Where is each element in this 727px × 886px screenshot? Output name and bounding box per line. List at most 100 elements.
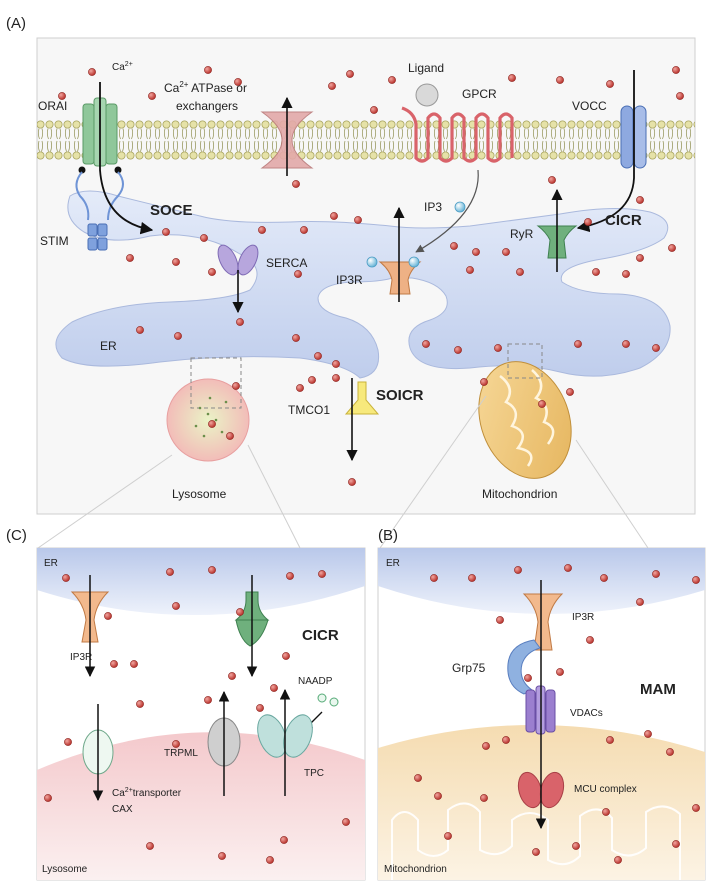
panel-b-ip3r[interactable] xyxy=(522,593,564,651)
ca-ion xyxy=(672,840,680,848)
ca-ion xyxy=(494,344,502,352)
ca-ion xyxy=(422,340,430,348)
gpcr-receptor[interactable] xyxy=(401,106,514,163)
ca-ion xyxy=(574,340,582,348)
panel-c-er xyxy=(37,548,365,616)
ip3-label: IP3 xyxy=(424,200,442,214)
stim-label: STIM xyxy=(40,234,69,248)
ca-ion xyxy=(652,570,660,578)
serca-pump[interactable] xyxy=(214,242,262,278)
ca-ion xyxy=(296,384,304,392)
ca-ion xyxy=(226,432,234,440)
ca-ion xyxy=(280,836,288,844)
er-network xyxy=(55,190,671,379)
ca-ion xyxy=(444,832,452,840)
lysosome-particle xyxy=(194,424,198,428)
panel-b-mito-label: Mitochondrion xyxy=(384,864,447,875)
lysosome[interactable] xyxy=(166,378,250,462)
er-label: ER xyxy=(100,339,117,353)
ryr-label: RyR xyxy=(510,227,534,241)
ca-ion xyxy=(514,566,522,574)
lysosome-zoom-box xyxy=(190,357,242,409)
ca-ion xyxy=(480,378,488,386)
ca-ion xyxy=(300,226,308,234)
cax-label-line2: CAX xyxy=(112,804,133,815)
orai-label: ORAI xyxy=(38,99,67,113)
ca-ion xyxy=(308,376,316,384)
ca-ion xyxy=(62,574,70,582)
ca-ion xyxy=(430,574,438,582)
panel-b-label: (B) xyxy=(378,527,398,544)
ca-ion xyxy=(314,352,322,360)
mitochondrion[interactable] xyxy=(463,349,587,492)
calcium-ions xyxy=(44,66,700,864)
mam-label: MAM xyxy=(640,681,676,698)
ca-ion xyxy=(592,268,600,276)
ca-ion xyxy=(636,254,644,262)
lysosome-label: Lysosome xyxy=(172,487,227,501)
ca-ion xyxy=(482,742,490,750)
mcu-complex[interactable] xyxy=(515,770,568,810)
ca-ion xyxy=(328,82,336,90)
ca-ion xyxy=(652,344,660,352)
ca-ion xyxy=(480,794,488,802)
lysosome-particle xyxy=(224,400,228,404)
ca-ion xyxy=(126,254,134,262)
panel-c-lysosome-label: Lysosome xyxy=(42,864,88,875)
panel-b: (B) ER Mitochondrion IP3R Grp75 VDACs MA… xyxy=(377,527,706,881)
ca-ion xyxy=(666,748,674,756)
ca-ion xyxy=(256,704,264,712)
vocc-channel[interactable] xyxy=(620,105,647,169)
ip3r-channel[interactable] xyxy=(366,256,422,295)
ca-ion xyxy=(502,736,510,744)
panel-a: (A) ER ORAI STIM Ca2+ SOCE xyxy=(6,15,696,549)
lysosome-particle xyxy=(214,418,218,422)
vdac-channel[interactable] xyxy=(525,685,556,735)
ligand[interactable] xyxy=(415,83,439,107)
ca-ion xyxy=(64,738,72,746)
ca-ion xyxy=(434,792,442,800)
ca-ion xyxy=(110,660,118,668)
panel-b-ip3r-label: IP3R xyxy=(572,612,594,623)
ca-ion xyxy=(236,318,244,326)
ca-ion xyxy=(532,848,540,856)
ca-ion xyxy=(236,608,244,616)
ca-ion xyxy=(282,652,290,660)
ca-ion xyxy=(294,270,302,278)
lysosome-particle xyxy=(208,396,212,400)
tpc-channel[interactable] xyxy=(252,711,317,761)
ca-ion xyxy=(318,570,326,578)
ca-ion xyxy=(208,268,216,276)
ca-ion xyxy=(524,674,532,682)
ca-ion xyxy=(332,360,340,368)
ca-ion xyxy=(566,388,574,396)
stim-protein[interactable] xyxy=(75,171,124,251)
naadp-molecule-2 xyxy=(329,697,339,707)
ca-ion xyxy=(332,374,340,382)
ca-ion xyxy=(166,568,174,576)
ca-ion xyxy=(450,242,458,250)
ca-ion xyxy=(218,852,226,860)
plasma-membrane xyxy=(37,120,695,160)
ca-ion xyxy=(130,660,138,668)
ca-ion xyxy=(584,218,592,226)
ca-ion xyxy=(502,248,510,256)
tmco1-channel[interactable] xyxy=(344,381,380,415)
ca-ion xyxy=(172,602,180,610)
panel-c: (C) ER Lysosome IP3R CICR NAADP Ca2+tran… xyxy=(6,527,366,881)
atpase-label-line2: exchangers xyxy=(176,99,238,113)
trpml-label: TRPML xyxy=(164,748,198,759)
lysosome-particle xyxy=(202,434,206,438)
ip3-molecule xyxy=(454,201,466,213)
ca-ion xyxy=(44,794,52,802)
zoom-lines xyxy=(37,395,649,549)
ca-ion xyxy=(234,78,242,86)
ca-ion xyxy=(354,216,362,224)
cristae xyxy=(391,802,681,880)
ca-ion xyxy=(342,818,350,826)
ca-ion xyxy=(602,808,610,816)
soce-label: SOCE xyxy=(150,202,193,219)
vocc-label: VOCC xyxy=(572,99,607,113)
ca-ion xyxy=(172,740,180,748)
